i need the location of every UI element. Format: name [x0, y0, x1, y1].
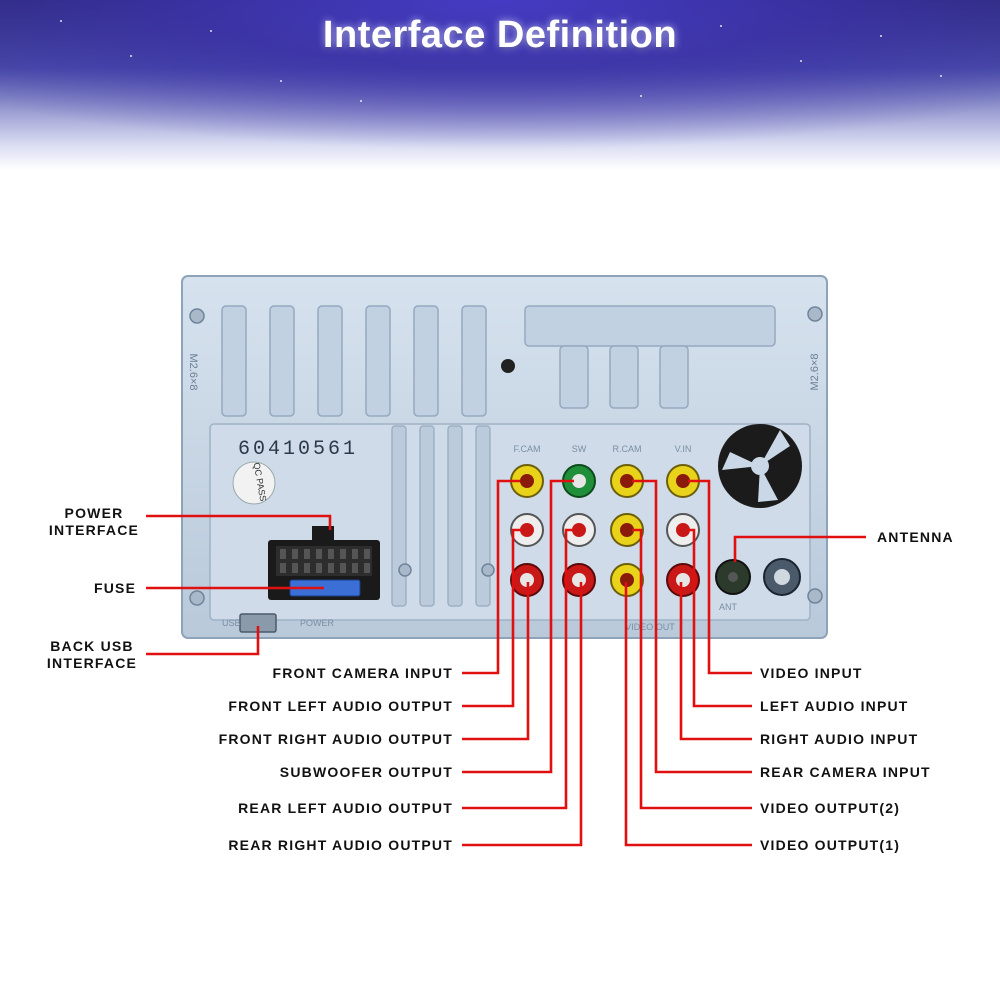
leader-front-camera-input: [462, 479, 520, 675]
label-subwoofer-output: SUBWOOFER OUTPUT: [279, 764, 453, 780]
label-front-left-audio-output: FRONT LEFT AUDIO OUTPUT: [228, 698, 453, 714]
leader-rear-camera-input: [632, 479, 752, 774]
rca-front-left-audio-output: [510, 513, 544, 547]
rca-left-audio-input: [666, 513, 700, 547]
leader-video-output-1: [624, 582, 752, 847]
cooling-fan: [718, 424, 802, 508]
leader-rear-right-audio-output: [462, 582, 583, 847]
label-rear-left-audio-output: REAR LEFT AUDIO OUTPUT: [238, 800, 453, 816]
label-antenna: ANTENNA: [877, 529, 954, 545]
leader-video-output-2: [632, 528, 752, 810]
label-fuse: FUSE: [94, 580, 137, 596]
port-label-sw: SW: [572, 444, 587, 454]
leader-subwoofer-output: [462, 479, 574, 774]
port-label-power: POWER: [300, 618, 335, 628]
label-right-audio-input: RIGHT AUDIO INPUT: [760, 731, 919, 747]
label-video-input: VIDEO INPUT: [760, 665, 863, 681]
rca-front-right-audio-output: [510, 563, 544, 597]
label-left-audio-input: LEFT AUDIO INPUT: [760, 698, 909, 714]
port-label-r-cam: R.CAM: [613, 444, 642, 454]
label-front-camera-input: FRONT CAMERA INPUT: [272, 665, 453, 681]
label-video-output-1: VIDEO OUTPUT(1): [760, 837, 901, 853]
leader-power-interface: [146, 514, 332, 530]
page-title: Interface Definition: [322, 14, 678, 56]
left-screw-mark: M2.6×8: [187, 354, 199, 391]
rca-video-input: [666, 464, 700, 498]
leader-video-input: [688, 479, 752, 675]
leader-front-right-audio-output: [462, 582, 530, 741]
port-label-usb: USB: [222, 618, 241, 628]
port-label-v-in: V.IN: [675, 444, 692, 454]
header-banner: Interface Definition: [0, 0, 1000, 170]
label-back-usb-interface: BACK USB INTERFACE: [46, 638, 138, 671]
label-rear-right-audio-output: REAR RIGHT AUDIO OUTPUT: [228, 837, 453, 853]
rca-rear-left-audio-output: [562, 513, 596, 547]
leader-right-audio-input: [679, 582, 752, 741]
label-rear-camera-input: REAR CAMERA INPUT: [760, 764, 931, 780]
leader-back-usb: [146, 626, 260, 656]
label-video-output-2: VIDEO OUTPUT(2): [760, 800, 901, 816]
port-label-ant: ANT: [719, 602, 738, 612]
rca-rear-right-audio-output: [562, 563, 596, 597]
leader-rear-left-audio-output: [462, 528, 574, 810]
label-front-right-audio-output: FRONT RIGHT AUDIO OUTPUT: [218, 731, 453, 747]
leader-lines: [146, 479, 866, 847]
serial-number: 60410561: [238, 438, 358, 461]
port-label-f-cam: F.CAM: [514, 444, 541, 454]
head-unit-chassis: QC PASS 60410561 M2.6×8 M2.6×8 F.CAM SW …: [181, 275, 828, 639]
right-screw-mark: M2.6×8: [809, 354, 821, 391]
port-label-video-out: VIDEO OUT: [625, 622, 675, 632]
rca-video-output-2: [610, 513, 644, 547]
rca-front-camera-input: [510, 464, 544, 498]
rca-jack-grid: [510, 464, 700, 597]
leader-antenna: [733, 535, 866, 562]
leader-front-left-audio-output: [462, 528, 522, 708]
leader-left-audio-input: [688, 528, 752, 708]
label-power-interface: POWER INTERFACE: [48, 505, 140, 538]
rca-right-audio-input: [666, 563, 700, 597]
